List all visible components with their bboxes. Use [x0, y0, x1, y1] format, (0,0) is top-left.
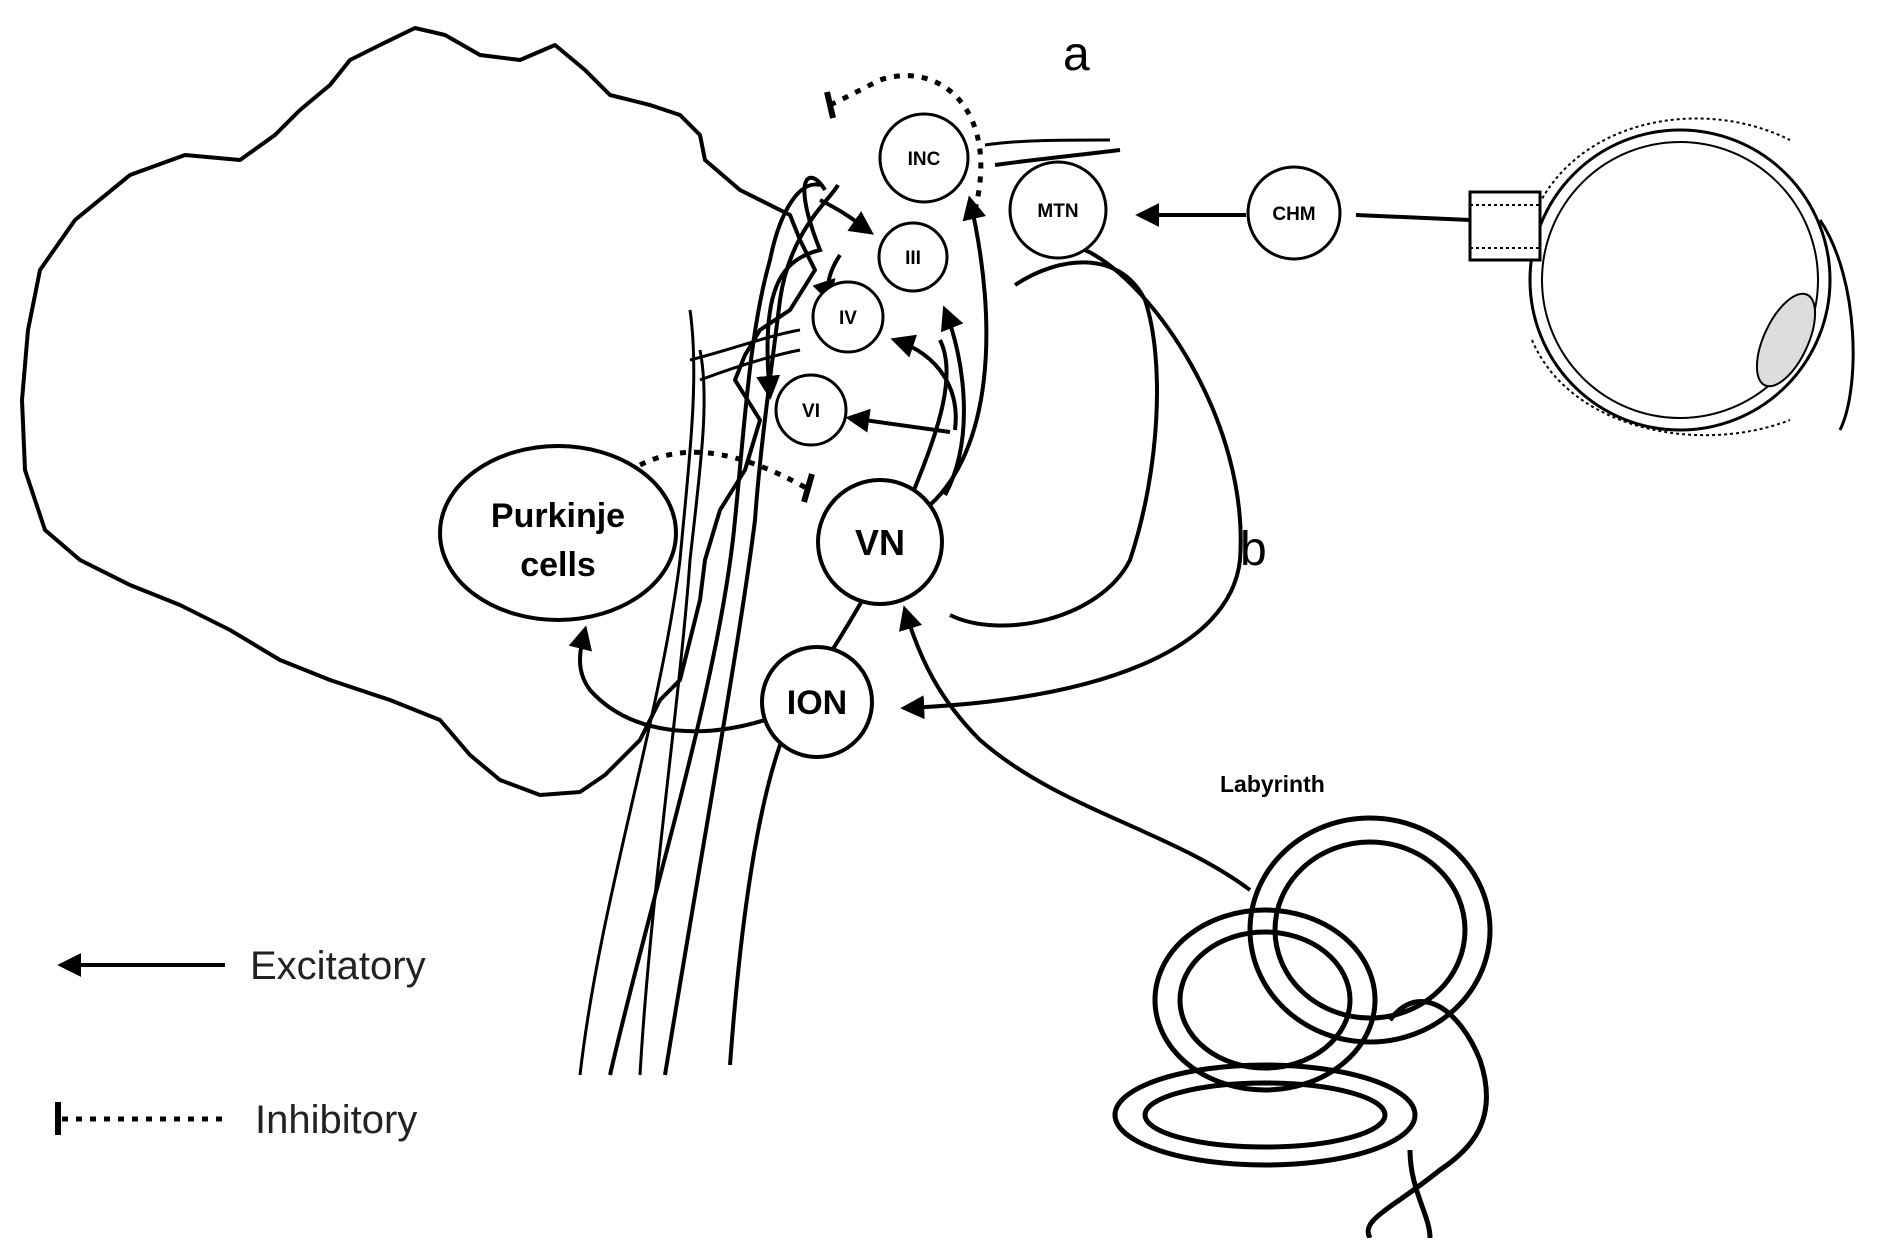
node-purkinje-cells: Purkinje cells — [440, 446, 676, 620]
svg-text:INC: INC — [908, 149, 941, 170]
node-mtn: MTN — [1010, 162, 1106, 258]
node-iv: IV — [813, 282, 883, 352]
svg-text:IV: IV — [839, 308, 857, 329]
legend-inhibitory-label: Inhibitory — [255, 1098, 417, 1142]
legend-excitatory-label: Excitatory — [250, 944, 426, 988]
svg-text:ION: ION — [787, 684, 847, 722]
svg-text:Purkinje: Purkinje — [491, 497, 625, 535]
arrow-mtn-to-ion — [905, 250, 1241, 708]
svg-text:cells: cells — [520, 546, 596, 584]
svg-text:MTN: MTN — [1037, 201, 1078, 222]
arrow-vn-to-vi — [850, 418, 950, 432]
labyrinth-icon — [1115, 818, 1490, 1238]
eye-icon — [1356, 118, 1853, 435]
label-b: b — [1240, 523, 1267, 576]
cerebellum-outline — [22, 28, 815, 795]
svg-text:VN: VN — [855, 522, 905, 563]
svg-text:CHM: CHM — [1272, 204, 1315, 225]
node-vi: VI — [776, 375, 846, 445]
node-chm: CHM — [1248, 167, 1340, 259]
node-iii: III — [879, 223, 947, 291]
label-a: a — [1063, 28, 1090, 81]
label-labyrinth: Labyrinth — [1220, 771, 1325, 797]
svg-text:III: III — [905, 248, 921, 269]
brainstem-outline — [610, 184, 820, 1075]
legend: Excitatory Inhibitory — [58, 944, 426, 1142]
node-vn: VN — [818, 480, 942, 604]
inhibitory-path-purkinje — [640, 452, 810, 490]
node-inc: INC — [880, 114, 968, 202]
arrow-labyrinth-to-vn — [905, 610, 1250, 890]
svg-text:VI: VI — [802, 401, 820, 422]
node-ion: ION — [762, 647, 872, 757]
